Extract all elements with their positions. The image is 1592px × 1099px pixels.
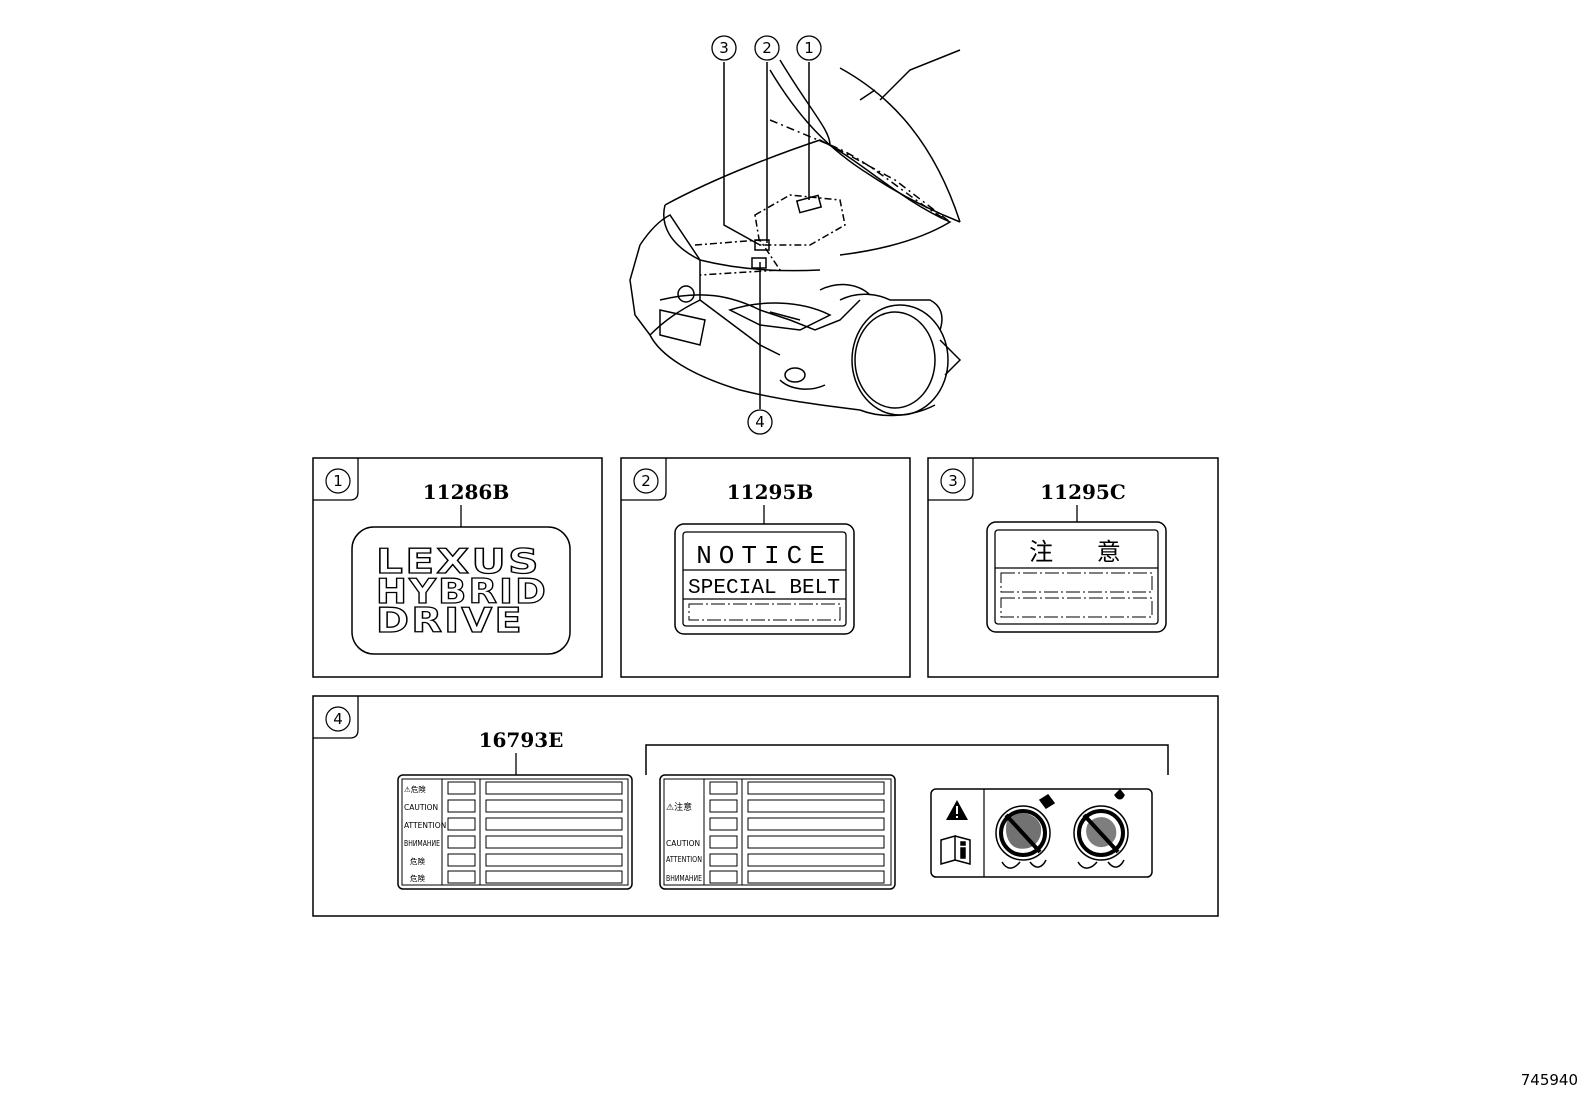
car-front-illustration bbox=[629, 49, 962, 417]
label-a-row-1: CAUTION bbox=[404, 799, 623, 813]
caution-heading-jp: 注 意 bbox=[1029, 538, 1139, 566]
callout-2: 2 bbox=[754, 35, 780, 61]
panel-4-index: 4 bbox=[333, 710, 343, 728]
svg-text:3: 3 bbox=[719, 39, 729, 57]
emblem-line-drive: DRIVE bbox=[376, 601, 524, 641]
callout-1: 1 bbox=[796, 35, 822, 61]
notice-special-belt-label: NOTICE SPECIAL BELT bbox=[674, 523, 855, 635]
panel-2: 2 11295B NOTICE SPECIAL BELT bbox=[620, 457, 911, 678]
label-a-row-4: 危険 bbox=[410, 853, 623, 867]
label-a-row-5: 危険 bbox=[410, 870, 623, 884]
panel-3-index: 3 bbox=[948, 472, 958, 490]
label-a-row-3: ВНИМАНИЕ bbox=[404, 835, 623, 849]
svg-text:ВНИМАНИЕ: ВНИМАНИЕ bbox=[404, 839, 440, 848]
emblem-line-hybrid: HYBRID bbox=[376, 572, 548, 612]
panel-4: 4 16793E ⚠危険 CAUTION ATTENTION bbox=[312, 695, 1219, 917]
label-b-row-1: CAUTION bbox=[666, 839, 700, 848]
callout-3: 3 bbox=[711, 35, 737, 61]
manual-info-icon bbox=[940, 835, 971, 865]
panel-2-index: 2 bbox=[641, 472, 651, 490]
label-b-boxes bbox=[709, 781, 885, 884]
hybrid-drive-emblem bbox=[351, 526, 571, 655]
emblem-line-lexus: LEXUS bbox=[376, 542, 541, 582]
svg-text:危険: 危険 bbox=[410, 873, 425, 883]
svg-text:2: 2 bbox=[762, 39, 772, 57]
no-spray-icon bbox=[995, 793, 1056, 869]
label-b-heading: ⚠注意 bbox=[666, 801, 692, 813]
svg-text:⚠危険: ⚠危険 bbox=[404, 784, 426, 794]
warning-label-a: ⚠危険 CAUTION ATTENTION ВНИМАНИЕ 危険 bbox=[397, 774, 633, 890]
label-b-row-3: ВНИМАНИЕ bbox=[666, 874, 702, 883]
part-number-11295C: 11295C bbox=[1040, 480, 1126, 504]
part-number-11295B: 11295B bbox=[727, 480, 813, 504]
svg-text:危険: 危険 bbox=[410, 856, 425, 866]
label-b-row-2: ATTENTION bbox=[666, 855, 702, 864]
special-belt-text: SPECIAL BELT bbox=[688, 577, 840, 600]
svg-text:CAUTION: CAUTION bbox=[404, 803, 438, 812]
warning-label-b: ⚠注意 CAUTION ATTENTION ВНИМАНИЕ bbox=[659, 774, 896, 890]
svg-text:ATTENTION: ATTENTION bbox=[404, 821, 446, 830]
pictogram-label bbox=[930, 788, 1153, 878]
part-number-16793E: 16793E bbox=[479, 728, 564, 752]
panel-3: 3 11295C 注 意 bbox=[927, 457, 1219, 678]
notice-heading: NOTICE bbox=[696, 541, 832, 571]
part-number-11286B: 11286B bbox=[423, 480, 509, 504]
warning-triangle-icon bbox=[946, 800, 968, 820]
reference-code: 745940 bbox=[1520, 1071, 1578, 1089]
svg-text:1: 1 bbox=[804, 39, 814, 57]
label-a-row-0: ⚠危険 bbox=[404, 781, 623, 795]
no-touch-fan-icon bbox=[1073, 788, 1129, 869]
panel-1-index: 1 bbox=[333, 472, 343, 490]
label-a-row-2: ATTENTION bbox=[404, 817, 623, 831]
panel-1: 1 11286B LEXUS HYBRID DRIVE bbox=[312, 457, 603, 678]
japanese-caution-label: 注 意 bbox=[986, 521, 1167, 633]
svg-text:4: 4 bbox=[755, 413, 765, 431]
leader-lines bbox=[723, 62, 810, 409]
callout-4: 4 bbox=[747, 409, 773, 435]
